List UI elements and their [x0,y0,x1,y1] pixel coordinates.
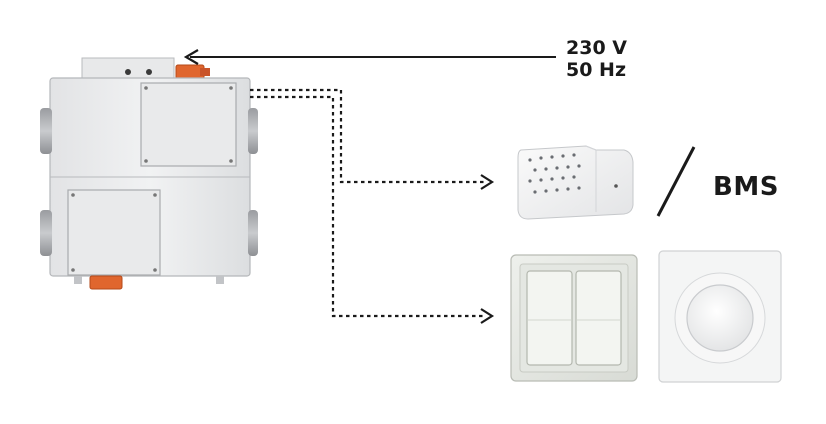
double-rocker-switch [510,254,638,382]
power-supply-arrow [183,49,556,65]
duct-right-upper [248,108,258,154]
power-voltage-label: 230 V [566,37,627,59]
duct-left-lower [40,210,52,256]
wire-to-sensor [250,88,486,184]
arrow-head-sensor [480,174,495,190]
right-rocker-button [575,270,622,366]
bottom-connector-icon [89,275,123,290]
dial-knob-icon [686,284,754,352]
control-wiring [250,88,486,318]
upper-access-panel [140,82,237,167]
duct-right-lower [248,210,258,256]
lower-access-panel [67,189,161,276]
left-rocker-button [526,270,573,366]
ventilation-unit [40,57,258,290]
arrow-head-switch [480,308,495,324]
power-frequency-label: 50 Hz [566,59,627,81]
wire-to-switch [250,95,486,318]
room-sensor [517,145,634,220]
slash-separator [656,146,696,217]
rotary-dial-controller [658,250,782,383]
power-connector-icon [175,64,205,80]
duct-left-upper [40,108,52,154]
bms-label: BMS [713,172,779,202]
sensor-vent-holes [528,153,581,194]
